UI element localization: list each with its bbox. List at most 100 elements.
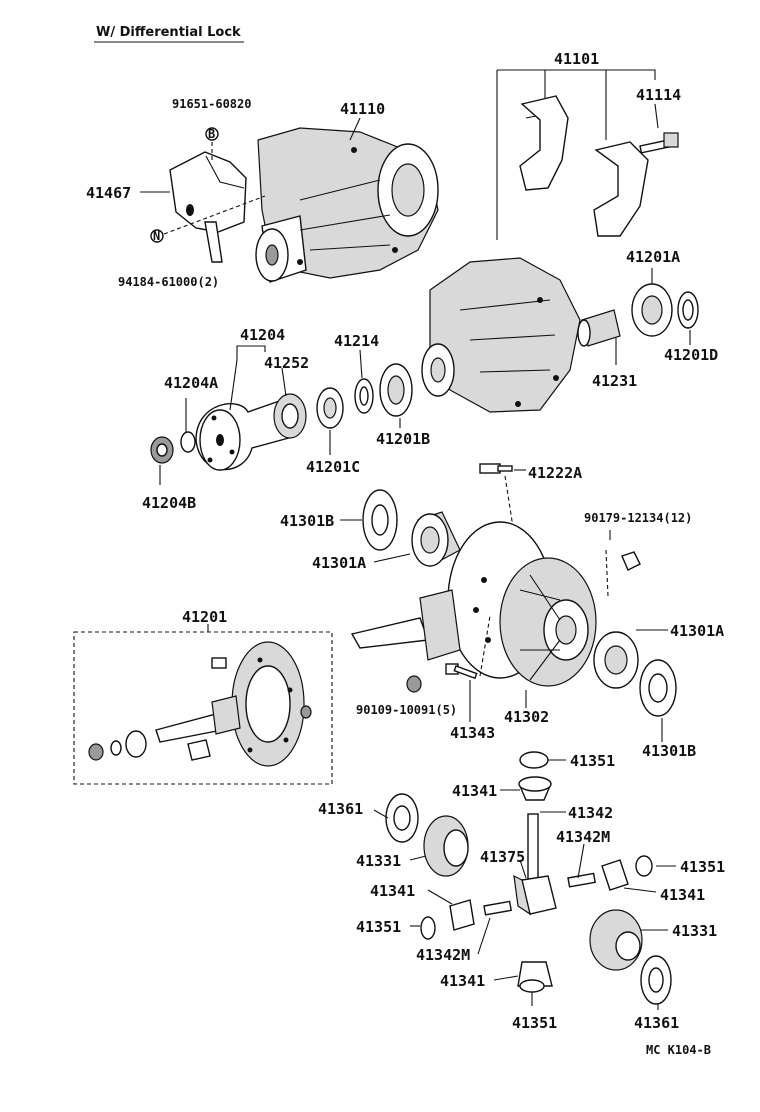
label-41331-left: 41331: [356, 852, 401, 870]
marker-n-letter: N: [153, 229, 160, 243]
bearing-cap-left: [519, 95, 569, 191]
block-41375: [513, 874, 557, 916]
pinion-41341-c: [601, 859, 629, 891]
dash-41343: [479, 615, 491, 677]
leader-41342M-right: [577, 843, 585, 879]
washer-41351-d: [519, 979, 545, 993]
ring-gear-case: [447, 521, 597, 687]
nut-41204B: [150, 436, 174, 464]
label-41204B: 41204B: [142, 494, 196, 512]
label-41222A: 41222A: [528, 464, 582, 482]
side-gear-41331-right: [589, 909, 643, 971]
washer-41361-left: [385, 793, 419, 843]
bolt-41222A: [479, 463, 513, 474]
nut-marker-n-icon: [150, 229, 164, 243]
label-41214: 41214: [334, 332, 379, 350]
seal-41252: [273, 393, 307, 439]
bearing-41201B: [379, 363, 413, 417]
label-41114: 41114: [636, 86, 681, 104]
leader-41114: [654, 103, 659, 129]
label-41302: 41302: [504, 708, 549, 726]
bolt-marker-b-icon: [205, 127, 219, 141]
marker-b-letter: B: [208, 127, 215, 141]
diagram-title: W/ Differential Lock: [96, 25, 241, 40]
label-41351-a: 41351: [570, 752, 615, 770]
label-41375: 41375: [480, 848, 525, 866]
carrier-housing-41101: [421, 257, 581, 413]
leader-41341-d: [493, 975, 519, 981]
bracket-41101-top: [497, 69, 656, 80]
dash-41222A: [504, 475, 516, 541]
leader-41375: [519, 859, 527, 879]
label-41204: 41204: [240, 326, 285, 344]
bearing-41301A-right: [593, 631, 639, 689]
bearing-41201C: [316, 387, 344, 429]
pinion-nut-small: [88, 730, 147, 761]
label-41361-left: 41361: [318, 800, 363, 818]
label-41201C: 41201C: [306, 458, 360, 476]
bracket-41204: [236, 345, 266, 360]
leader-41331-left: [409, 855, 427, 861]
label-41331-right: 41331: [672, 922, 717, 940]
shaft-41342M-left: [483, 900, 512, 916]
label-41351-c: 41351: [680, 858, 725, 876]
label-41361-right: 41361: [634, 1014, 679, 1032]
label-41201A: 41201A: [626, 248, 680, 266]
label-41343: 41343: [450, 724, 495, 742]
differential-carrier-assembly: [255, 127, 439, 283]
label-41351-b: 41351: [356, 918, 401, 936]
drive-pinion-41201: [155, 695, 241, 743]
label-41301A-right: 41301A: [670, 622, 724, 640]
nut-90179: [621, 551, 641, 571]
label-41301B-right: 41301B: [642, 742, 696, 760]
label-41341-c: 41341: [660, 886, 705, 904]
washer-41204A: [180, 431, 196, 453]
flange-41204: [195, 397, 297, 471]
spacer-41214: [354, 378, 374, 414]
axle-shaft-stub: [350, 589, 461, 661]
ring-gear-41201: [231, 641, 305, 767]
spacer-41231: [577, 309, 621, 347]
label-41201: 41201: [182, 608, 227, 626]
leader-41342M-left: [477, 917, 491, 955]
shim-41301B-top: [362, 489, 398, 551]
ring-bolt-small: [211, 657, 312, 719]
label-41342M-right: 41342M: [556, 828, 610, 846]
bearing-41201A: [631, 283, 673, 337]
leader-41341-b: [427, 889, 453, 905]
washer-41351-a: [519, 751, 549, 769]
label-41341-d: 41341: [440, 972, 485, 990]
label-41342M-left: 41342M: [416, 946, 470, 964]
label-41467: 41467: [86, 184, 131, 202]
leader-41110: [349, 117, 361, 141]
label-41101: 41101: [554, 50, 599, 68]
leader-41252: [281, 367, 287, 397]
label-41301B-top: 41301B: [280, 512, 334, 530]
label-41351-d: 41351: [512, 1014, 557, 1032]
leader-94184: [163, 195, 266, 235]
cover-plate-41467: [169, 151, 247, 263]
label-41231: 41231: [592, 372, 637, 390]
pinion-41341-a: [518, 776, 552, 801]
bolt-41343: [445, 663, 478, 680]
washer-41351-c: [635, 855, 653, 877]
label-41110: 41110: [340, 100, 385, 118]
footer-code: MC K104-B: [646, 1043, 711, 1057]
side-gear-41331-left: [423, 815, 469, 877]
shim-41301B-right: [639, 659, 677, 717]
leader-41361-left: [373, 809, 389, 819]
leader-41341-c: [623, 887, 657, 893]
label-41301A-top: 41301A: [312, 554, 366, 572]
bearing-41301A-top: [411, 511, 461, 567]
pinion-spacer-small: [187, 739, 211, 761]
bearing-cap-right: [593, 141, 649, 237]
washer-41361-right: [640, 955, 672, 1005]
label-90109-10091: 90109-10091(5): [356, 703, 457, 717]
label-94184-61000: 94184-61000(2): [118, 275, 219, 289]
label-41252: 41252: [264, 354, 309, 372]
label-41201B: 41201B: [376, 430, 430, 448]
shim-41201D: [677, 291, 699, 329]
dash-90179: [605, 549, 609, 597]
label-91651-60820: 91651-60820: [172, 97, 251, 111]
